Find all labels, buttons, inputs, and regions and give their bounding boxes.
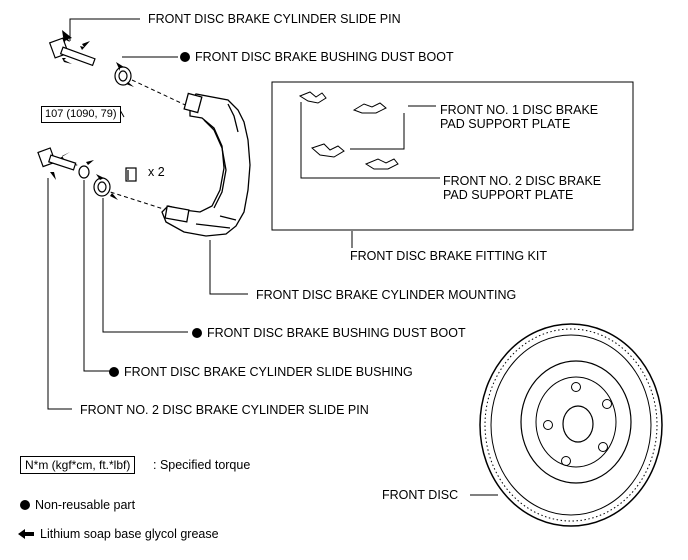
legend-non-reusable: Non-reusable part [20,498,135,512]
label-dust-boot-top: FRONT DISC BRAKE BUSHING DUST BOOT [180,50,454,64]
leader-lines [47,18,498,496]
grease-arrow-icon [18,529,34,539]
dust-boot-bottom [93,177,111,197]
grease-arrow-icon [96,174,118,200]
label-front-disc: FRONT DISC [382,488,459,502]
pad-support-plate-2 [311,143,399,170]
label-slide-bushing: FRONT DISC BRAKE CYLINDER SLIDE BUSHING [109,365,413,379]
mounting-bolt [125,167,137,182]
grease-arrow-icon [62,30,90,64]
label-pad-plate-2-line2: PAD SUPPORT PLATE [443,188,574,202]
legend-grease: Lithium soap base glycol grease [18,527,219,541]
label-dust-boot-bottom: FRONT DISC BRAKE BUSHING DUST BOOT [192,326,466,340]
assembly-dashed-lines [59,79,197,214]
slide-pin-top [48,37,96,67]
legend-torque-unit: N*m (kgf*cm, ft.*lbf) [20,456,136,474]
legend-torque-desc: : Specified torque [153,458,251,472]
label-pad-plate-1-line2: PAD SUPPORT PLATE [440,117,571,131]
fitting-kit-box [271,81,634,231]
slide-pin-bottom [37,147,77,171]
non-reusable-dot-icon [109,367,119,377]
label-text: FRONT DISC BRAKE CYLINDER SLIDE BUSHING [124,365,413,379]
legend-text: Non-reusable part [35,498,136,512]
label-times-two: x 2 [148,165,165,179]
label-pad-plate-2-line1: FRONT NO. 2 DISC BRAKE [443,174,602,188]
label-no2-slide-pin: FRONT NO. 2 DISC BRAKE CYLINDER SLIDE PI… [80,403,369,417]
grease-arrow-icon [50,152,70,180]
slide-bushing [78,165,90,179]
legend-text: Lithium soap base glycol grease [40,527,219,541]
cylinder-mounting [161,92,251,237]
dust-boot-top [114,66,132,86]
label-slide-pin: FRONT DISC BRAKE CYLINDER SLIDE PIN [148,12,401,26]
label-cylinder-mounting: FRONT DISC BRAKE CYLINDER MOUNTING [256,288,517,302]
non-reusable-dot-icon [192,328,202,338]
pad-support-plate-1 [298,91,387,114]
label-pad-plate-1-line1: FRONT NO. 1 DISC BRAKE [440,103,599,117]
torque-value-box: 107 (1090, 79) [41,106,121,123]
non-reusable-dot-icon [180,52,190,62]
label-text: FRONT DISC BRAKE BUSHING DUST BOOT [207,326,466,340]
label-fitting-kit: FRONT DISC BRAKE FITTING KIT [350,249,548,263]
grease-arrow-icon [116,62,134,87]
non-reusable-dot-icon [20,500,30,510]
grease-arrow-icon [86,160,94,165]
front-disc [479,323,663,527]
label-text: FRONT DISC BRAKE BUSHING DUST BOOT [195,50,454,64]
